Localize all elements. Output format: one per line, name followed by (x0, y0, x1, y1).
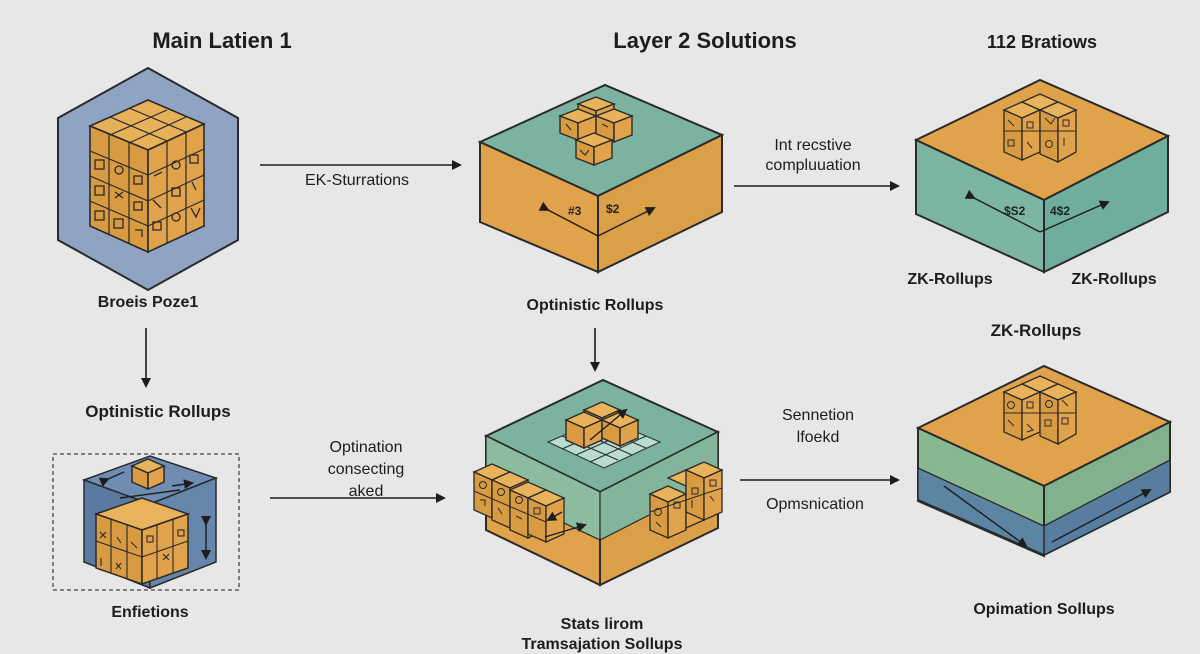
left-bottom-dashed-frame (52, 453, 240, 591)
right-top-arrows (964, 189, 1110, 233)
arrow-label-top-right-2: compluuation (765, 157, 861, 174)
right-top-mark-left: $S2 (1004, 204, 1026, 218)
right-top-caption-right: ZK-Rollups (1071, 271, 1157, 288)
arrow-label-bottom-left-2: consecting (327, 461, 405, 478)
center-bottom-caption-1: Stats lirom (560, 616, 644, 633)
arrow-label-bottom-left-1: Optination (329, 439, 403, 456)
arrow-label-bottom-left-3: aked (348, 483, 384, 500)
center-bottom-right-cubes (648, 461, 724, 540)
right-bottom-cubes (1002, 375, 1078, 446)
right-bottom-caption: Opimation Sollups (973, 601, 1115, 618)
left-bottom-stack (81, 455, 219, 590)
left-mid-heading: Optinistic Rollups (85, 402, 231, 421)
center-bottom-caption-2: Tramsajation Sollups (521, 636, 683, 653)
center-top-caption: Optinistic Rollups (526, 297, 664, 314)
center-top-arrows (538, 201, 656, 237)
center-bottom-top-cubes (564, 401, 640, 450)
left-top-caption: Broeis Poze1 (97, 294, 199, 311)
left-bottom-arrows (98, 471, 211, 560)
right-bottom-arrows (943, 485, 1152, 548)
title-layer2-solutions: Layer 2 Solutions (613, 28, 797, 53)
arrow-label-top-right-1: Int recstive (774, 137, 852, 154)
arrow-label-bottom-right-3: Opmsnication (766, 496, 864, 513)
connector-arrows (141, 160, 900, 503)
arrow-label-top-left: EK-Sturrations (304, 172, 410, 189)
right-top-cubes (1002, 93, 1078, 164)
left-bottom-caption: Enfietions (111, 604, 189, 621)
center-bottom-left-cubes (472, 463, 587, 544)
title-right-column: 112 Bratiows (986, 32, 1098, 52)
center-top-cubes (558, 96, 634, 167)
center-top-mark-right: $2 (606, 202, 620, 216)
arrow-label-bottom-right-2: lfoekd (796, 429, 840, 446)
arrow-label-bottom-right-1: Sennetion (781, 407, 855, 424)
title-main-layer: Main Latien 1 (152, 28, 292, 53)
right-mid-heading: ZK-Rollups (990, 321, 1082, 340)
right-top-mark-right: 4$2 (1050, 204, 1071, 218)
main-layer-cube (87, 99, 206, 254)
center-top-mark-left: #3 (568, 204, 582, 218)
right-top-caption-left: ZK-Rollups (907, 271, 993, 288)
